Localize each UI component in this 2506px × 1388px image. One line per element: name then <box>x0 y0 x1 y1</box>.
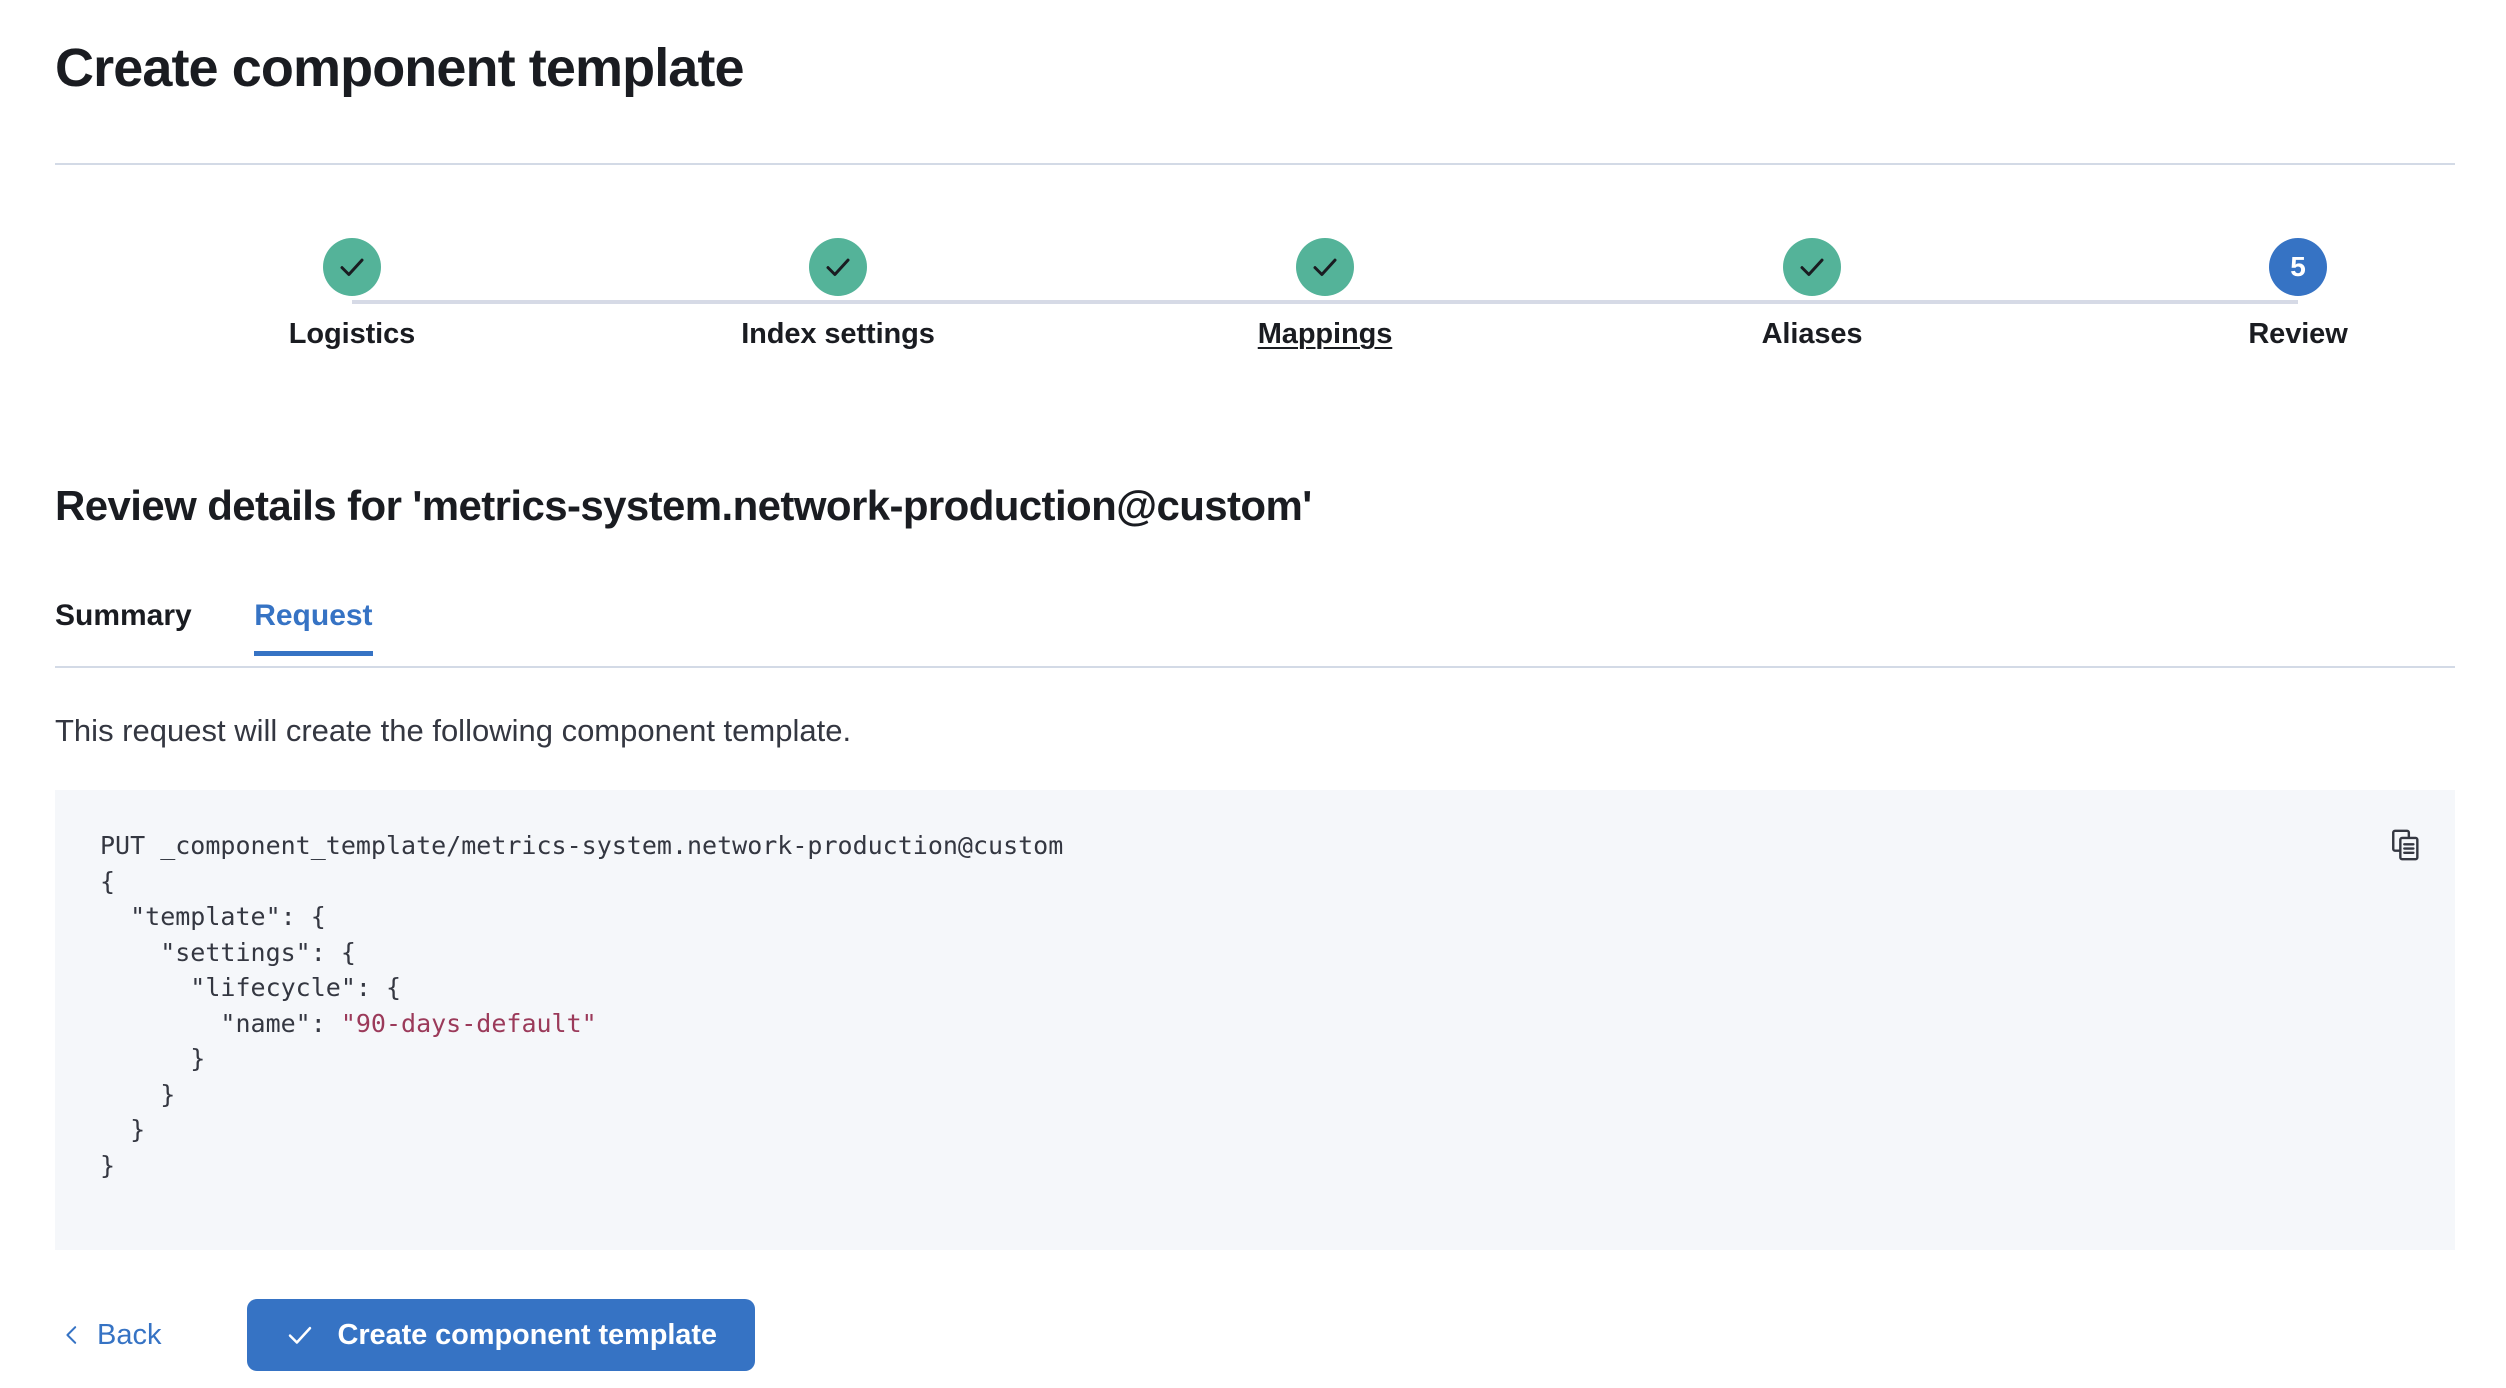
create-component-template-label: Create component template <box>337 1318 717 1351</box>
code-body-open: { "template": { "settings": { "lifecycle… <box>100 866 402 1038</box>
step-aliases[interactable]: Aliases <box>1612 238 2012 352</box>
check-icon <box>340 258 364 276</box>
step-marker-complete <box>1296 238 1354 296</box>
step-label: Mappings <box>1257 318 1393 350</box>
check-icon <box>1800 258 1824 276</box>
page-title: Create component template <box>55 38 745 98</box>
step-marker-complete <box>1783 238 1841 296</box>
step-label: Review <box>2248 318 2348 350</box>
wizard-footer: Back Create component template <box>55 1295 755 1375</box>
check-icon <box>289 1326 312 1344</box>
copy-clipboard-icon <box>2392 829 2419 861</box>
step-mappings[interactable]: Mappings <box>1125 238 1525 352</box>
create-component-template-button[interactable]: Create component template <box>247 1299 755 1371</box>
review-tabs: Summary Request <box>55 596 2455 668</box>
step-label: Index settings <box>741 318 935 350</box>
code-string-value: "90-days-default" <box>340 1008 597 1038</box>
header-divider <box>55 163 2455 165</box>
step-review[interactable]: 5 Review <box>2098 238 2498 352</box>
tabs-divider <box>55 666 2455 668</box>
request-description: This request will create the following c… <box>55 713 852 748</box>
code-body-close: } } } } <box>100 1044 206 1180</box>
step-marker-complete <box>809 238 867 296</box>
step-label: Aliases <box>1761 318 1863 350</box>
request-code-block: PUT _component_template/metrics-system.n… <box>55 790 2455 1250</box>
stepper-track <box>352 300 2298 304</box>
step-number: 5 <box>2290 251 2306 282</box>
step-marker-current: 5 <box>2269 238 2327 296</box>
check-icon <box>1313 258 1337 276</box>
step-marker-complete <box>323 238 381 296</box>
review-heading: Review details for 'metrics-system.netwo… <box>55 482 1312 529</box>
back-label: Back <box>97 1319 162 1351</box>
wizard-stepper: Logistics Index settings Mappings Aliase… <box>55 238 2455 388</box>
request-code-text: PUT _component_template/metrics-system.n… <box>100 828 1063 1183</box>
code-request-line: PUT _component_template/metrics-system.n… <box>100 831 1064 860</box>
tab-request[interactable]: Request <box>254 596 373 656</box>
step-index-settings[interactable]: Index settings <box>638 238 1038 352</box>
step-label: Logistics <box>288 318 416 350</box>
chevron-left-icon <box>66 1326 77 1344</box>
check-icon <box>826 258 850 276</box>
step-logistics[interactable]: Logistics <box>152 238 552 352</box>
tab-summary[interactable]: Summary <box>55 599 192 632</box>
copy-clipboard-button[interactable] <box>2385 824 2427 866</box>
back-button[interactable]: Back <box>55 1307 167 1363</box>
